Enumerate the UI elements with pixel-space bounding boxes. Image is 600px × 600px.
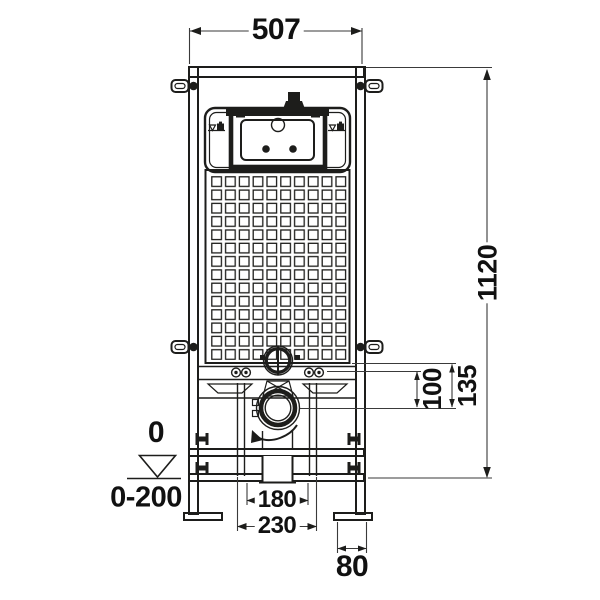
inner-posts [236, 383, 318, 476]
dim-outlet-offset-small: 100 [417, 368, 447, 410]
inlet-valve-icon [283, 92, 305, 109]
dim-fixing-spacing-outer: 230 [254, 514, 300, 538]
dim-adjustment-range: 0-200 [110, 481, 182, 514]
flush-pipe-connector [260, 345, 300, 376]
outlet-lever [258, 424, 298, 442]
left-foot-plate [183, 512, 223, 521]
fixing-bolt-icons [230, 367, 325, 378]
water-level-icon [208, 121, 225, 132]
bolt-dot-icon [189, 342, 198, 352]
dim-outlet-offset-large: 135 [452, 365, 482, 407]
wall-bracket-icons [170, 79, 384, 354]
water-level-icon [328, 121, 345, 132]
dim-overall-width: 507 [248, 15, 304, 45]
cistern [203, 106, 352, 174]
drain-duct [259, 431, 296, 484]
flush-plate-access-box [226, 107, 329, 170]
inverted-triangle-datum-icon [127, 454, 181, 480]
bolt-dot-icon [356, 342, 365, 352]
right-foot-plate [333, 512, 373, 521]
dim-overall-height: 1120 [472, 242, 503, 304]
bolt-dot-icon [189, 81, 198, 91]
bolt-dot-icon [356, 81, 365, 91]
clamp-bolt-icons [195, 433, 361, 474]
waste-outlet-pipe [251, 385, 301, 443]
dim-foot-width: 80 [335, 550, 369, 583]
insulation-panel [204, 169, 351, 364]
dim-fixing-spacing-inner: 180 [254, 488, 300, 512]
dim-floor-level: 0 [147, 416, 165, 449]
